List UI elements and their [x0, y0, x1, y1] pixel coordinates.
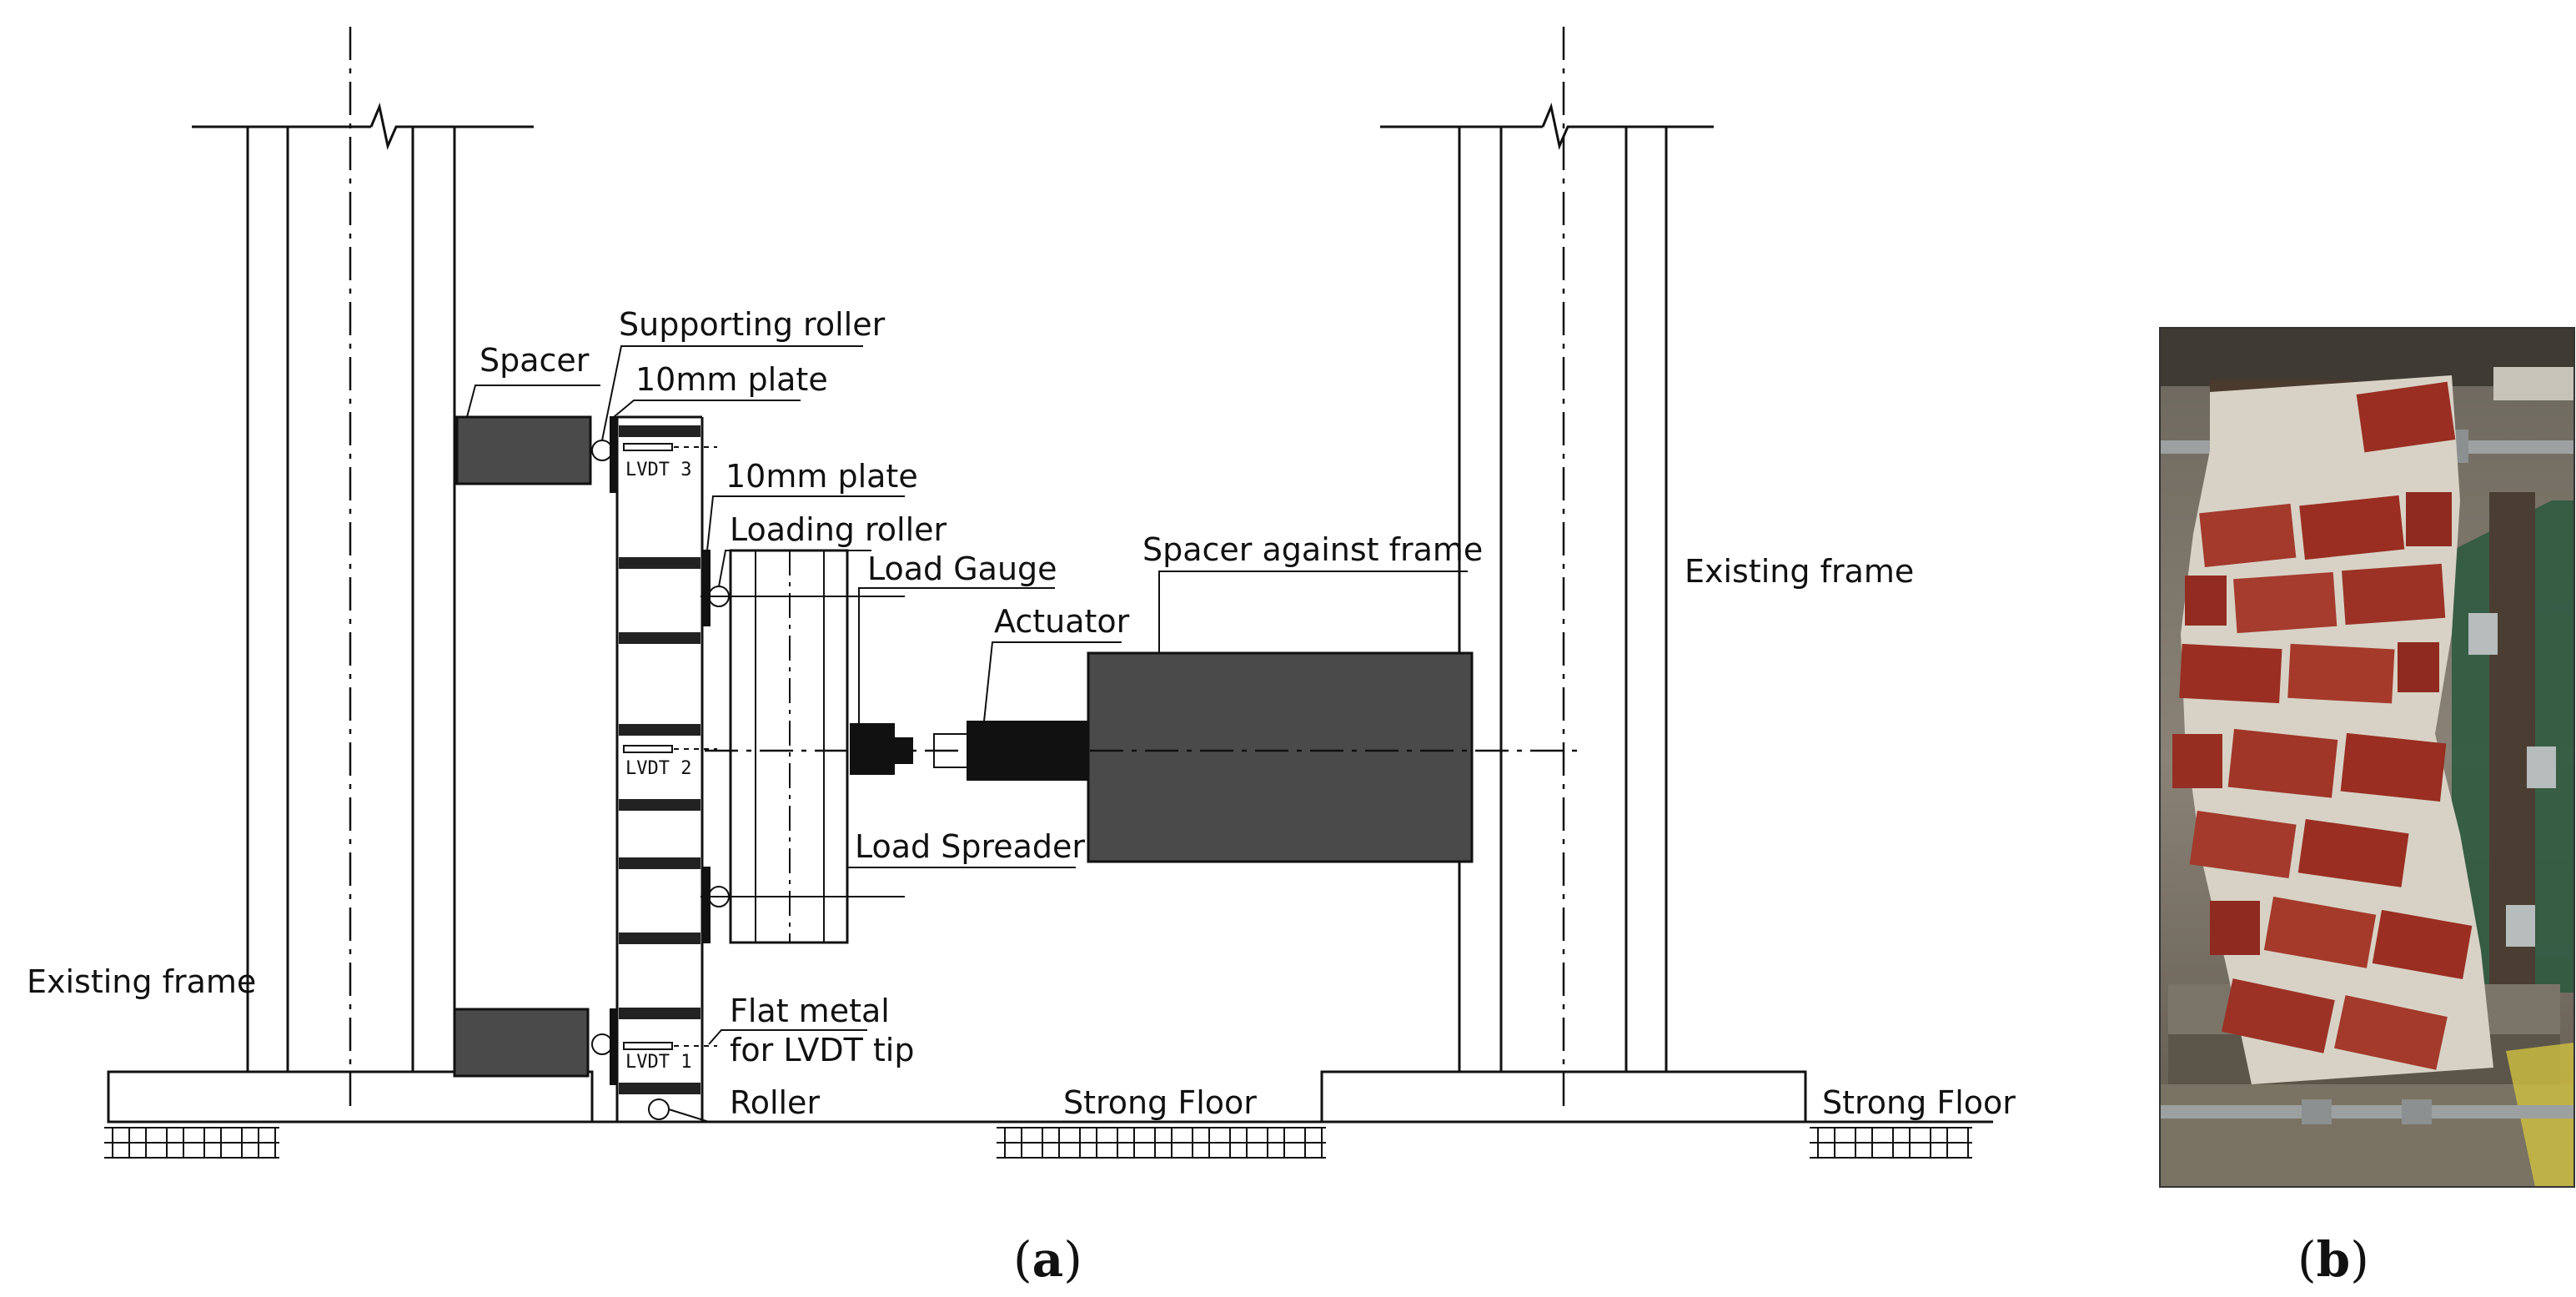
panel-a-drawing: LVDT 3 LVDT 2 LVDT 1	[27, 27, 2016, 1288]
leader-plate-top	[613, 400, 801, 418]
leader-spacer	[466, 385, 600, 418]
right-frame-column	[1380, 27, 1714, 1109]
leader-loading-roller	[718, 550, 871, 587]
label-plate-mid: 10mm plate	[726, 458, 918, 495]
label-strong-floor-left: Strong Floor	[1063, 1084, 1257, 1121]
left-frame-column	[192, 27, 534, 1109]
label-flat-metal-2: for LVDT tip	[730, 1032, 914, 1068]
load-spreader	[729, 549, 849, 944]
label-strong-floor-right: Strong Floor	[1822, 1084, 2016, 1121]
leader-plate-mid	[706, 495, 905, 551]
specimen-photo	[2160, 328, 2574, 1187]
label-existing-frame-left: Existing frame	[27, 963, 256, 1000]
lvdt-2-label: LVDT 2	[625, 758, 691, 779]
leader-actuator	[983, 641, 1122, 722]
label-existing-frame-right: Existing frame	[1685, 553, 1914, 590]
leader-load-spreader	[846, 834, 1076, 868]
base-roller	[648, 1098, 670, 1120]
leader-supporting-roller	[601, 345, 863, 441]
label-loading-roller: Loading roller	[730, 511, 947, 548]
plate-mid-bottom	[703, 867, 711, 943]
spacer-against-frame	[1087, 651, 1474, 863]
label-spacer-against-frame: Spacer against frame	[1142, 531, 1483, 568]
label-roller: Roller	[730, 1084, 820, 1121]
ground-hatch-right	[1810, 1127, 1972, 1159]
label-actuator: Actuator	[994, 603, 1130, 640]
lvdt-1-label: LVDT 1	[625, 1052, 691, 1073]
leader-spacer-frame	[1158, 571, 1468, 653]
right-floor-base	[1320, 1070, 1993, 1124]
leader-roller	[668, 1108, 809, 1123]
masonry-wallet	[615, 415, 704, 1122]
load-gauge	[850, 723, 895, 775]
supporting-roller-bottom	[591, 1033, 613, 1055]
leader-load-gauge	[858, 587, 1055, 724]
plate-mid-top	[703, 550, 711, 626]
supporting-roller-top	[591, 440, 613, 461]
label-load-gauge: Load Gauge	[867, 550, 1057, 587]
caption-a: (a)	[1013, 1231, 1082, 1288]
label-spacer: Spacer	[480, 342, 590, 379]
spacer-top	[455, 415, 592, 485]
panel-b-photo: (b)	[2159, 327, 2575, 1288]
label-load-spreader: Load Spreader	[855, 828, 1085, 865]
lvdt-3-label: LVDT 3	[625, 460, 691, 480]
ground-hatch-middle	[997, 1127, 1326, 1159]
ground-hatch-left	[104, 1127, 279, 1159]
caption-b: (b)	[2297, 1231, 2369, 1288]
label-flat-metal-1: Flat metal	[730, 993, 890, 1029]
label-plate-top: 10mm plate	[635, 361, 828, 398]
leader-flat-metal	[708, 1029, 867, 1045]
spacer-bottom	[453, 1008, 590, 1078]
label-supporting-roller: Supporting roller	[619, 306, 886, 343]
brickwork	[2172, 375, 2493, 1084]
plate-bottom-left	[610, 1008, 617, 1085]
